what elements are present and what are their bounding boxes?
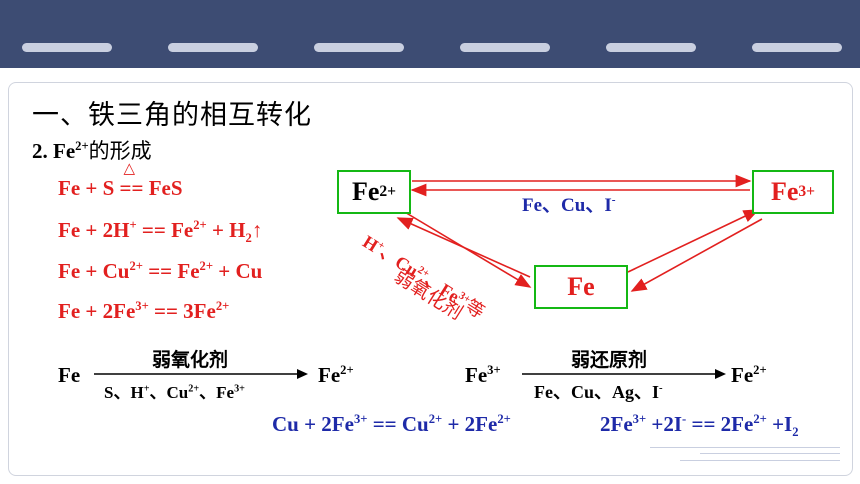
br-b-sup: -	[682, 412, 687, 426]
header-pill-3	[314, 43, 404, 52]
fe2-base: Fe	[351, 177, 380, 206]
eq-right-from-sup: 3+	[487, 363, 501, 377]
br-d-sub: 2	[792, 425, 799, 440]
r4-b-sup: 2+	[215, 299, 230, 313]
header-bar	[0, 0, 860, 68]
eq-right-from: Fe3+	[465, 363, 501, 388]
eq-left-to-base: Fe	[318, 363, 341, 387]
header-pill-5	[606, 43, 696, 52]
decor-line-2	[700, 453, 840, 454]
eq-left-below: S、H+、Cu2+、Fe3+	[104, 378, 245, 403]
r3-a: Fe + Cu	[58, 259, 130, 283]
br-b: +2I	[646, 412, 683, 436]
eq-left-above: 弱氧化剂	[152, 349, 229, 371]
bottom-equation-right: 2Fe3+ +2I- == 2Fe2+ +I2	[600, 412, 799, 440]
eq-left-to: Fe2+	[318, 363, 354, 388]
r2-c-sub: 2	[245, 231, 252, 246]
eq-right-above: 弱还原剂	[571, 349, 648, 371]
reaction-3: Fe + Cu2+ == Fe2+ + Cu	[58, 259, 262, 284]
r2-b: == Fe	[136, 218, 194, 242]
subheading-num: 2. Fe	[32, 139, 76, 163]
bl-b: == Cu	[367, 412, 429, 436]
fe-label: Fe	[567, 272, 595, 301]
r2-c: + H	[206, 218, 246, 242]
top-label-text: Fe、Cu、I	[522, 195, 612, 216]
br-c: == 2Fe	[686, 412, 754, 436]
r3-a-sup: 2+	[129, 259, 143, 273]
bl-c: + 2Fe	[442, 412, 498, 436]
bl-c-sup: 2+	[497, 412, 511, 426]
eq-right-to: Fe2+	[731, 363, 767, 388]
header-pill-1	[22, 43, 112, 52]
fe3-base: Fe	[770, 177, 799, 206]
reaction-4: Fe + 2Fe3+ == 3Fe2+	[58, 299, 229, 324]
r4-b: == 3Fe	[148, 299, 216, 323]
eq-right-from-base: Fe	[465, 363, 488, 387]
eq-left-from: Fe	[58, 363, 81, 387]
r4-a: Fe + 2Fe	[58, 299, 136, 323]
subheading-sup: 2+	[75, 139, 89, 153]
r1-right: FeS	[143, 176, 183, 200]
r2-gas-arrow: ↑	[251, 218, 263, 242]
eq-left-below-b: 、Cu	[149, 383, 189, 402]
header-pill-6	[752, 43, 842, 52]
eq-left-to-sup: 2+	[340, 363, 354, 377]
br-a: 2Fe	[600, 412, 633, 436]
r1-condition-heat: △	[123, 161, 136, 177]
eq-right-to-base: Fe	[731, 363, 754, 387]
section-subheading: 2. Fe2+的形成	[32, 135, 152, 165]
reaction-1: Fe + S △== FeS	[58, 161, 183, 201]
eq-right-below-sup: -	[659, 382, 663, 394]
eq-right-below: Fe、Cu、Ag、I-	[534, 378, 663, 404]
arrow-fe3-to-fe	[630, 218, 763, 292]
header-pill-2	[168, 43, 258, 52]
r1-equals: ==	[119, 176, 144, 200]
eq-left-below-a: S、H	[104, 383, 144, 402]
content-panel	[8, 82, 853, 476]
r2-b-sup: 2+	[193, 218, 207, 232]
eq-right-arrow	[522, 369, 726, 379]
eq-left-below-c-sup: 3+	[234, 383, 245, 395]
bl-a: Cu + 2Fe	[272, 412, 354, 436]
header-pill-4	[460, 43, 550, 52]
r3-c: + Cu	[213, 259, 263, 283]
r1-left: Fe + S	[58, 176, 120, 200]
arrow-fe-to-fe3	[627, 209, 760, 273]
br-c-sup: 2+	[753, 412, 767, 426]
bl-b-sup: 2+	[428, 412, 443, 426]
r2-a: Fe + 2H	[58, 218, 130, 242]
r3-b-sup: 2+	[199, 259, 214, 273]
eq-right-to-sup: 2+	[753, 363, 767, 377]
eq-left-arrow	[94, 369, 308, 379]
r2-a-sup: +	[129, 218, 137, 232]
arrow-fe-to-fe2	[396, 217, 531, 278]
br-a-sup: 3+	[632, 412, 647, 426]
decor-line-3	[680, 460, 840, 461]
br-d: +I	[766, 412, 793, 436]
bottom-equation-left: Cu + 2Fe3+ == Cu2+ + 2Fe2+	[272, 412, 511, 437]
subheading-text: 的形成	[88, 139, 152, 163]
top-label-sup: -	[611, 194, 616, 207]
r4-a-sup: 3+	[135, 299, 149, 313]
bl-a-sup: 3+	[353, 412, 368, 426]
eq-left-below-c: 、Fe	[199, 383, 235, 402]
top-arrow-label: Fe、Cu、I-	[522, 190, 616, 217]
r3-b: == Fe	[142, 259, 200, 283]
eq-right-below-text: Fe、Cu、Ag、I	[534, 382, 659, 402]
decor-line-1	[650, 447, 840, 448]
eq-left-below-a-sup: +	[143, 383, 150, 395]
reaction-2: Fe + 2H+ == Fe2+ + H2↑	[58, 218, 263, 246]
page-title: 一、铁三角的相互转化	[32, 100, 312, 131]
box-fe: Fe	[534, 265, 628, 309]
eq-left-below-b-sup: 2+	[188, 383, 200, 395]
